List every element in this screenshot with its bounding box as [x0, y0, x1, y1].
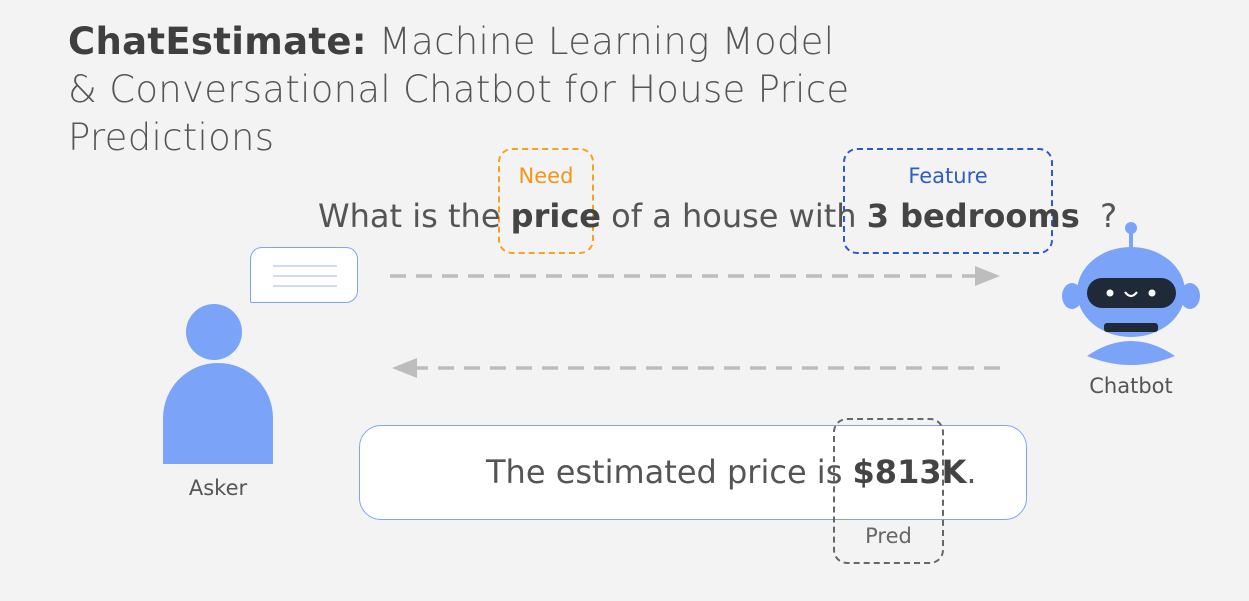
answer-text: The estimated price is $813K.: [486, 452, 977, 492]
chatbot-label: Chatbot: [1089, 374, 1173, 398]
answer-period: .: [966, 453, 977, 491]
robot-icon: [1062, 222, 1200, 365]
pred-tag: Pred: [833, 418, 944, 564]
person-icon: [163, 304, 273, 464]
feature-tag: Feature: [843, 148, 1053, 254]
question-feature-word: 3 bedrooms: [866, 197, 1080, 235]
arrow-to-chatbot: [390, 266, 1000, 286]
title-rest: Machine Learning Model & Conversational …: [68, 20, 850, 159]
speech-lines-icon: [273, 265, 337, 287]
answer-value: $813K: [852, 453, 967, 491]
speech-bubble: [250, 247, 358, 303]
question-before: What is the: [318, 197, 501, 235]
question-mark: ?: [1100, 197, 1118, 235]
answer-box: The estimated price is $813K.: [359, 425, 1027, 520]
asker-label: Asker: [188, 476, 248, 500]
question-text: What is the price of a house with 3 bedr…: [318, 194, 1117, 238]
question-middle: of a house with: [611, 197, 857, 235]
answer-before: The estimated price is: [486, 453, 843, 491]
need-label: Need: [518, 164, 574, 188]
title-bold: ChatEstimate:: [68, 20, 367, 63]
question-need-word: price: [510, 197, 601, 235]
need-tag: Need: [498, 148, 594, 254]
pred-label: Pred: [865, 524, 912, 548]
arrow-to-asker: [392, 358, 1000, 378]
feature-label: Feature: [908, 164, 988, 188]
diagram-title: ChatEstimate: Machine Learning Model & C…: [68, 18, 868, 162]
